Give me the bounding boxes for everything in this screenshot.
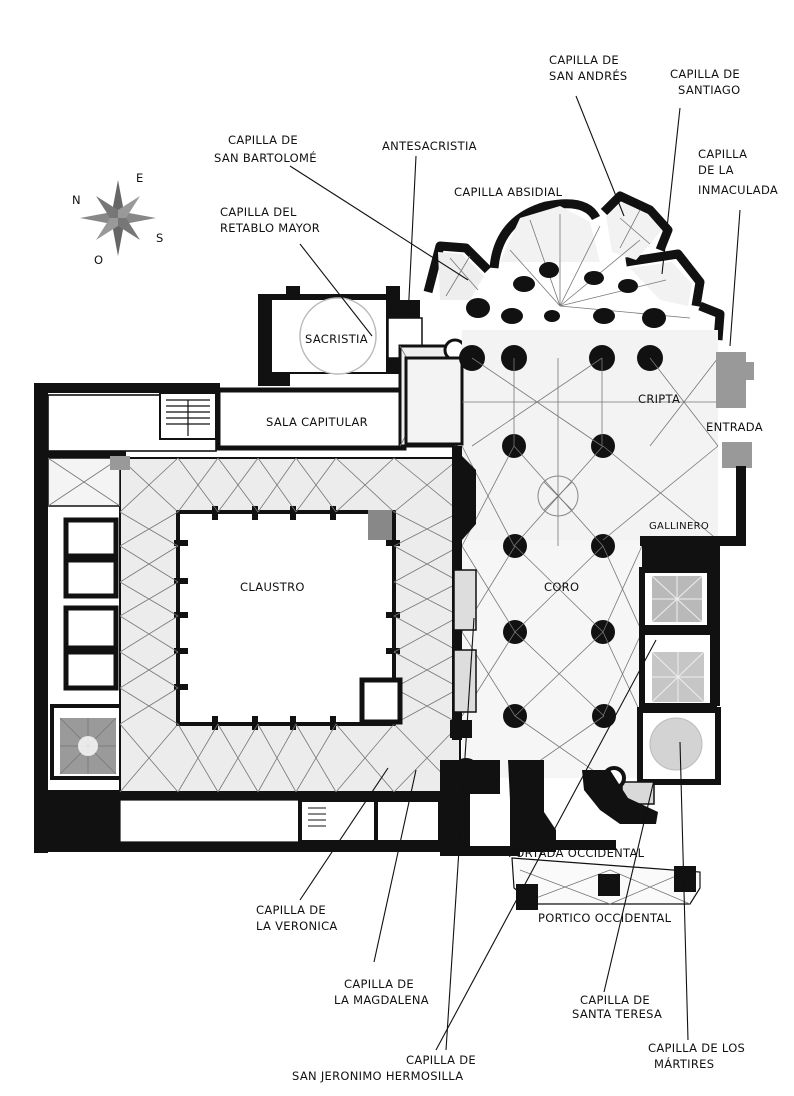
label-claustro: CLAUSTRO [240, 580, 305, 594]
label-capilla-inmaculada-1: CAPILLA [698, 147, 747, 161]
label-capilla-san-bartolome-2: SAN BARTOLOMÉ [214, 150, 317, 165]
label-capilla-absidial: CAPILLA ABSIDIAL [454, 185, 563, 199]
label-entrada: ENTRADA [706, 420, 763, 434]
compass-letter-s: S [156, 231, 164, 245]
labels: CAPILLA DE SAN ANDRÉS CAPILLA DE SANTIAG… [214, 53, 778, 1083]
compass-rose-icon: N E S O [72, 171, 164, 267]
label-capilla-inmaculada-2: DE LA [698, 163, 734, 177]
label-capilla-san-jeronimo-2: SAN JERONIMO HERMOSILLA [292, 1069, 463, 1083]
church-block [404, 191, 754, 910]
label-portada-occidental: PORTADA OCCIDENTAL [508, 846, 645, 860]
label-capilla-santa-teresa-2: SANTA TERESA [572, 1007, 662, 1021]
label-capilla-santiago-2: SANTIAGO [678, 83, 740, 97]
label-capilla-martires-2: MÁRTIRES [654, 1056, 714, 1071]
label-capilla-san-andres-2: SAN ANDRÉS [549, 68, 628, 83]
label-sala-capitular: SALA CAPITULAR [266, 415, 368, 429]
compass-letter-o: O [94, 253, 103, 267]
label-sacristia: SACRISTIA [305, 332, 368, 346]
label-capilla-veronica-1: CAPILLA DE [256, 903, 326, 917]
label-capilla-magdalena-1: CAPILLA DE [344, 977, 414, 991]
compass-letter-e: E [136, 171, 144, 185]
label-capilla-retablo-mayor-1: CAPILLA DEL [220, 205, 297, 219]
label-capilla-veronica-2: LA VERONICA [256, 919, 338, 933]
label-antesacristia: ANTESACRISTIA [382, 139, 477, 153]
label-capilla-retablo-mayor-2: RETABLO MAYOR [220, 221, 320, 235]
label-capilla-santiago-1: CAPILLA DE [670, 67, 740, 81]
cloister-block [34, 383, 461, 853]
label-coro: CORO [544, 580, 579, 594]
label-portico-occidental: PORTICO OCCIDENTAL [538, 911, 672, 925]
label-capilla-san-bartolome-1: CAPILLA DE [228, 133, 298, 147]
label-capilla-santa-teresa-1: CAPILLA DE [580, 993, 650, 1007]
leader-lines [289, 95, 741, 1051]
label-gallinero: GALLINERO [649, 521, 709, 532]
compass-letter-n: N [72, 193, 81, 207]
label-capilla-inmaculada-3: INMACULADA [698, 183, 778, 197]
label-capilla-magdalena-2: LA MAGDALENA [334, 993, 429, 1007]
corner-chapel-vault [59, 717, 117, 775]
label-capilla-san-jeronimo-1: CAPILLA DE [406, 1053, 476, 1067]
label-capilla-san-andres-1: CAPILLA DE [549, 53, 619, 67]
label-cripta: CRIPTA [638, 392, 680, 406]
label-capilla-martires-1: CAPILLA DE LOS [648, 1041, 745, 1055]
